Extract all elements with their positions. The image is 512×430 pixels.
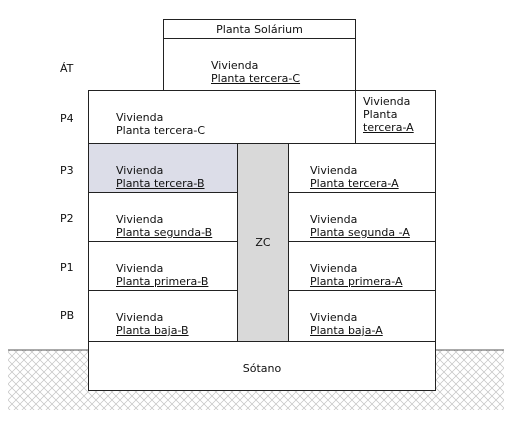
level-label-pb: PB bbox=[60, 309, 75, 322]
room-p3-right-line2: Planta tercera-A bbox=[310, 177, 399, 190]
room-p1-right: Vivienda Planta primera-A bbox=[288, 241, 436, 291]
room-pb-right-line2: Planta baja-A bbox=[310, 324, 383, 337]
room-p3-right: Vivienda Planta tercera-A bbox=[288, 143, 436, 193]
room-p2-left-line1: Vivienda bbox=[116, 213, 164, 226]
level-label-p1: P1 bbox=[60, 261, 74, 274]
room-at-line1: Vivienda bbox=[211, 59, 259, 72]
room-pb-right: Vivienda Planta baja-A bbox=[288, 290, 436, 342]
room-basement-label: Sótano bbox=[242, 362, 282, 375]
room-p4-right-line2: Planta bbox=[363, 108, 398, 121]
core-zc-label: ZC bbox=[255, 236, 271, 249]
room-p1-right-line2: Planta primera-A bbox=[310, 275, 403, 288]
room-p2-left-line2: Planta segunda-B bbox=[116, 226, 213, 239]
level-label-p3: P3 bbox=[60, 164, 74, 177]
room-p1-left-line1: Vivienda bbox=[116, 262, 164, 275]
level-label-p4: P4 bbox=[60, 112, 74, 125]
level-label-at: ÁT bbox=[60, 62, 74, 75]
room-p1-right-line1: Vivienda bbox=[310, 262, 358, 275]
room-p2-left: Vivienda Planta segunda-B bbox=[88, 192, 238, 242]
room-solarium: Planta Solárium bbox=[163, 19, 356, 39]
room-pb-left-line1: Vivienda bbox=[116, 311, 164, 324]
room-p2-right-line2: Planta segunda -A bbox=[310, 226, 410, 239]
room-pb-left: Vivienda Planta baja-B bbox=[88, 290, 238, 342]
room-p1-left-line2: Planta primera-B bbox=[116, 275, 209, 288]
room-p4-right-line1: Vivienda bbox=[363, 95, 411, 108]
room-p4-left: Vivienda Planta tercera-C bbox=[88, 90, 356, 144]
room-p4-right: Vivienda Planta tercera-A bbox=[355, 90, 436, 144]
room-at-vivienda: Vivienda Planta tercera-C bbox=[163, 38, 356, 91]
level-label-p2: P2 bbox=[60, 212, 74, 225]
room-at-line2: Planta tercera-C bbox=[211, 72, 301, 85]
room-p4-right-line3: tercera-A bbox=[363, 121, 414, 134]
room-p3-left-line1: Vivienda bbox=[116, 164, 164, 177]
room-p3-left: Vivienda Planta tercera-B bbox=[88, 143, 238, 193]
room-p2-right: Vivienda Planta segunda -A bbox=[288, 192, 436, 242]
room-p3-left-line2: Planta tercera-B bbox=[116, 177, 205, 190]
room-basement: Sótano bbox=[88, 341, 436, 391]
room-pb-left-line2: Planta baja-B bbox=[116, 324, 189, 337]
room-p2-right-line1: Vivienda bbox=[310, 213, 358, 226]
room-p1-left: Vivienda Planta primera-B bbox=[88, 241, 238, 291]
core-zc: ZC bbox=[237, 143, 289, 342]
room-p4-left-line1: Vivienda bbox=[116, 111, 164, 124]
room-p4-left-line2: Planta tercera-C bbox=[116, 124, 206, 137]
room-solarium-label: Planta Solárium bbox=[216, 23, 303, 36]
room-p3-right-line1: Vivienda bbox=[310, 164, 358, 177]
room-pb-right-line1: Vivienda bbox=[310, 311, 358, 324]
